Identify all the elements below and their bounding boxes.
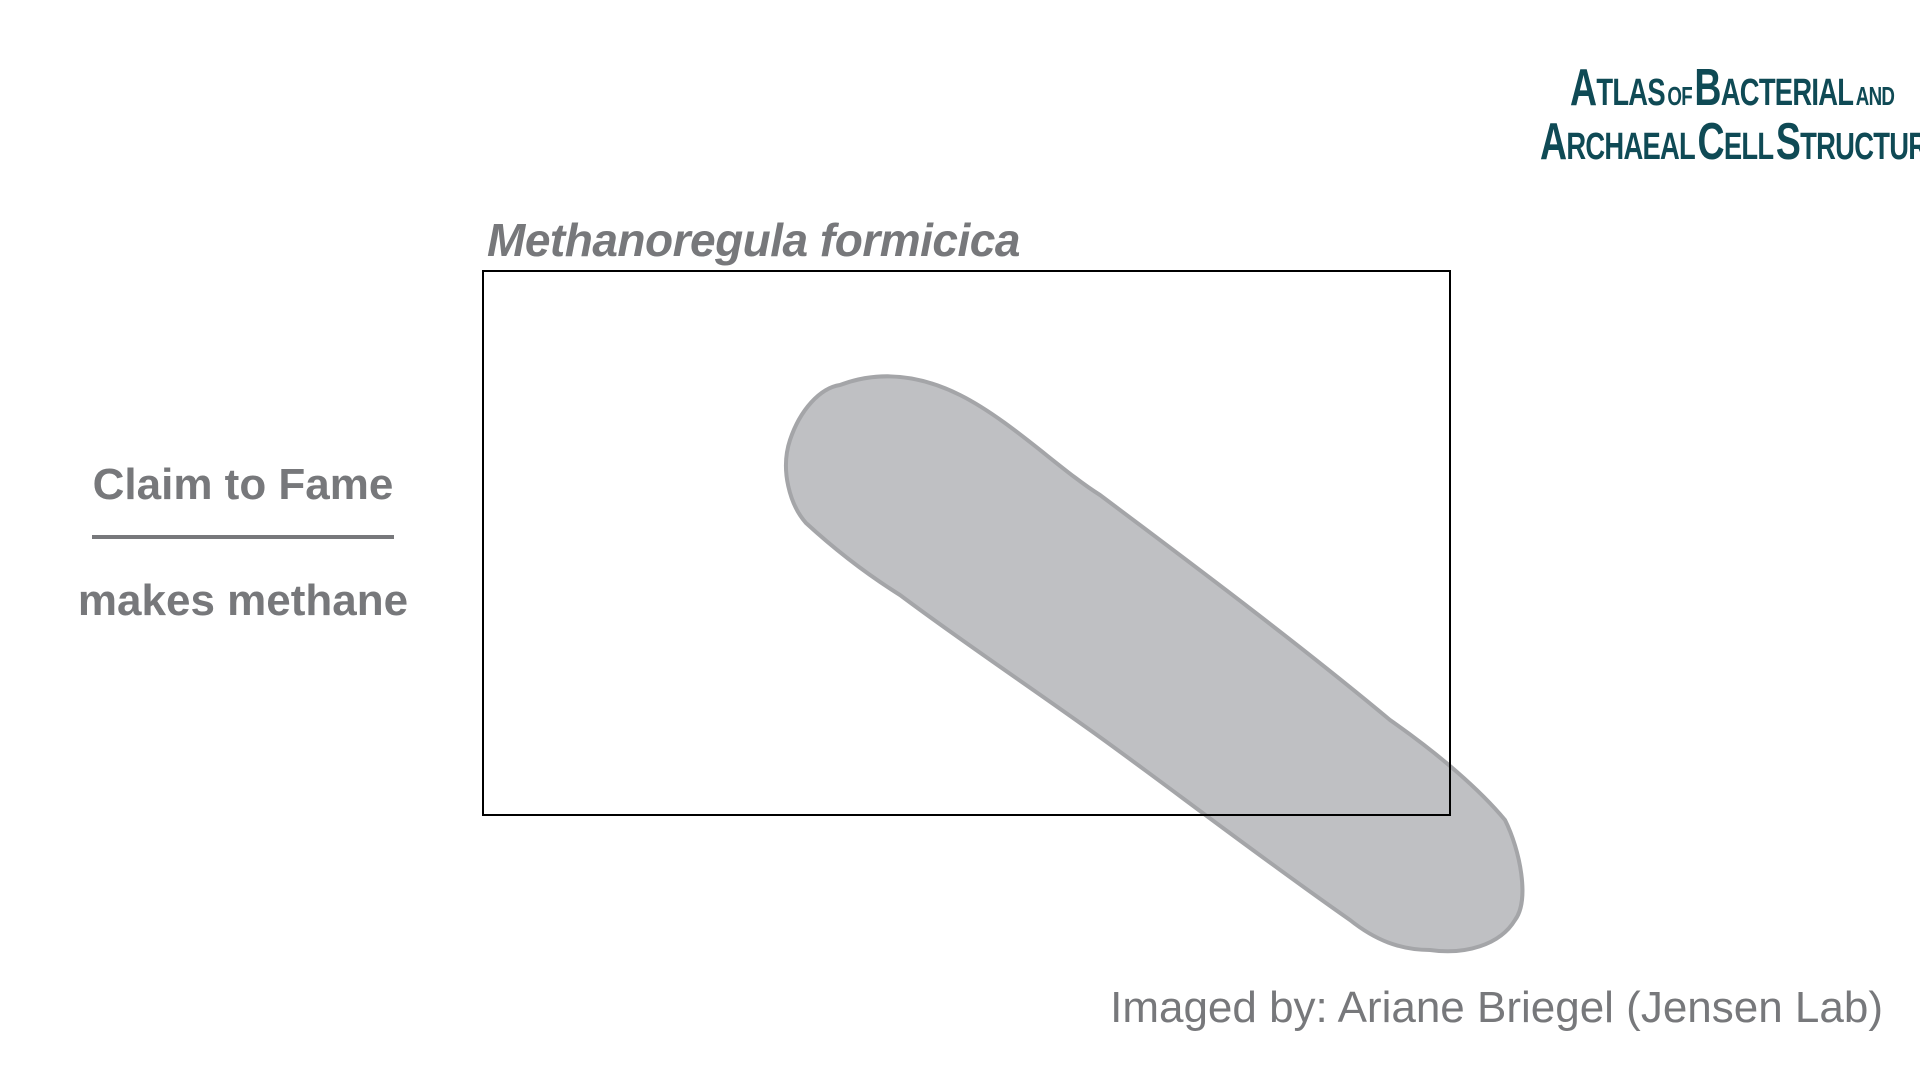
species-name: Methanoregula formicica [487,214,1020,266]
cell-shape [784,374,1525,954]
logo-line-2: Archaeal Cell Structure [1540,113,1920,171]
claim-divider [92,535,394,539]
claim-to-fame-title: Claim to Fame [92,460,394,509]
image-frame [482,270,1451,816]
image-credit: Imaged by: Ariane Briegel (Jensen Lab) [1110,983,1883,1032]
logo-line-1: Atlas of Bacterial and [1570,59,1895,117]
claim-to-fame-text: makes methane [77,576,409,625]
atlas-logo: Atlas of Bacterial and Archaeal Cell Str… [1540,59,1920,171]
